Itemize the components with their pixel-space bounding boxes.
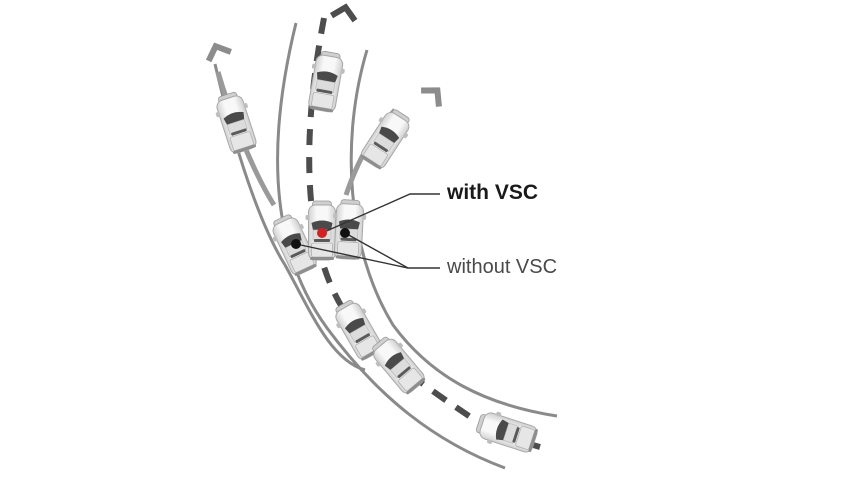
pickup-truck-top-view-icon	[472, 406, 541, 458]
road-edge-outer	[276, 22, 506, 470]
pickup-truck-top-view-icon	[330, 198, 368, 261]
arrow-head-icon	[332, 5, 358, 21]
marker-with-vsc	[317, 228, 327, 238]
arrow-head-icon	[421, 82, 446, 106]
leader-line-without-vsc-right	[344, 232, 409, 269]
arrow-head-icon	[205, 42, 231, 61]
pickup-truck-top-view-icon	[355, 104, 417, 173]
leader-line-with-vsc	[321, 193, 440, 234]
marker-without-vsc	[291, 239, 301, 249]
label-without-vsc: without VSC	[447, 256, 558, 278]
pickup-truck-top-view-icon	[210, 88, 262, 157]
marker-without-vsc	[340, 228, 350, 238]
road-edge-inner	[349, 49, 558, 418]
label-with-vsc: with VSC	[447, 181, 539, 204]
